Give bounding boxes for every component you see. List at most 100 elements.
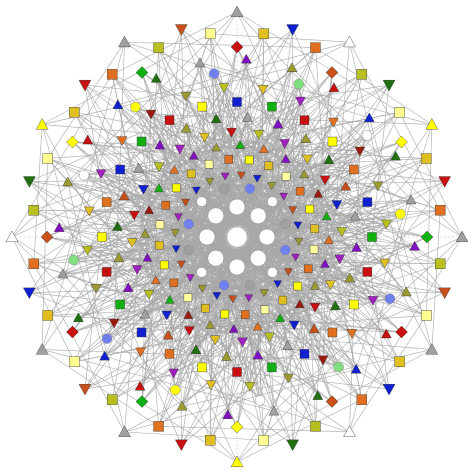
triangle-up-vertex	[150, 275, 161, 284]
edge-line	[141, 205, 167, 402]
triangle-up-vertex	[308, 323, 320, 334]
circle-vertex	[249, 207, 267, 225]
edge-line	[47, 158, 391, 300]
edge-line	[258, 134, 368, 273]
edge-line	[141, 306, 316, 333]
triangle-down-vertex	[264, 332, 275, 343]
edge-line	[106, 271, 270, 338]
triangle-up-vertex	[252, 321, 263, 331]
edge-line	[147, 47, 159, 258]
edge-line	[277, 124, 281, 319]
edge-line	[173, 282, 333, 402]
triangle-up-vertex	[57, 268, 69, 279]
triangle-down-vertex	[301, 154, 313, 165]
triangle-down-vertex	[161, 310, 173, 321]
edge-line	[399, 112, 463, 238]
triangle-down-vertex	[293, 221, 303, 230]
square-vertex	[299, 115, 310, 125]
edge-line	[292, 72, 333, 445]
triangle-up-vertex	[324, 235, 334, 245]
circle-vertex	[267, 267, 278, 278]
diamond-vertex	[135, 395, 149, 408]
edge-line	[72, 29, 293, 333]
edge-line	[106, 201, 216, 340]
triangle-up-vertex	[154, 183, 164, 193]
triangle-down-vertex	[138, 185, 149, 195]
circle-vertex	[68, 254, 79, 266]
square-vertex	[349, 164, 359, 175]
edge-line	[83, 174, 427, 316]
edge-line	[257, 263, 441, 327]
square-vertex	[42, 310, 53, 321]
edge-line	[111, 210, 150, 400]
edge-line	[223, 188, 246, 315]
triangle-down-vertex	[334, 254, 346, 265]
triangle-down-vertex	[236, 171, 246, 180]
triangle-down-vertex	[294, 237, 304, 246]
triangle-down-vertex	[220, 172, 230, 181]
edge-line	[112, 213, 401, 400]
triangle-down-vertex	[382, 79, 396, 92]
edge-line	[11, 236, 75, 362]
triangle-up-vertex	[259, 144, 269, 153]
edge-line	[210, 324, 400, 363]
triangle-down-vertex	[336, 227, 348, 237]
edge-line	[106, 158, 308, 203]
edge-line	[33, 147, 217, 211]
triangle-up-vertex	[349, 210, 361, 221]
square-vertex	[172, 183, 181, 193]
circle-vertex	[333, 361, 344, 373]
circle-vertex	[183, 244, 194, 256]
edge-line	[158, 141, 333, 168]
triangle-down-vertex	[82, 245, 93, 256]
square-vertex	[159, 260, 169, 270]
square-vertex	[201, 304, 210, 313]
edge-line	[135, 106, 441, 265]
square-vertex	[293, 281, 302, 291]
edge-line	[112, 303, 300, 400]
square-vertex	[220, 309, 229, 319]
triangle-down-vertex	[331, 200, 343, 210]
triangle-up-vertex	[73, 312, 84, 323]
edge-line	[314, 112, 400, 286]
center-vertex	[226, 226, 248, 248]
square-vertex	[394, 107, 405, 118]
triangle-up-vertex	[242, 112, 253, 122]
square-vertex	[327, 327, 338, 338]
edge-line	[101, 143, 285, 238]
edge-line	[119, 169, 190, 331]
triangle-up-vertex	[210, 113, 222, 124]
triangle-up-vertex	[169, 164, 180, 174]
square-vertex	[435, 258, 446, 269]
edge-line	[317, 193, 363, 400]
edge-line	[257, 138, 307, 327]
edge-layer	[11, 11, 463, 463]
triangle-up-vertex	[390, 150, 401, 161]
triangle-up-vertex	[144, 205, 154, 214]
triangle-up-vertex	[282, 340, 294, 350]
triangle-down-vertex	[286, 24, 299, 36]
square-vertex	[136, 136, 147, 147]
edge-line	[111, 74, 339, 368]
diamond-vertex	[230, 40, 244, 54]
triangle-up-vertex	[350, 363, 362, 374]
diamond-vertex	[40, 230, 54, 244]
triangle-down-vertex	[288, 320, 300, 331]
edge-line	[189, 236, 373, 331]
triangle-up-vertex	[133, 162, 145, 173]
triangle-up-vertex	[139, 308, 151, 319]
square-vertex	[281, 172, 291, 181]
triangle-down-vertex	[381, 219, 392, 230]
square-vertex	[107, 394, 118, 405]
triangle-down-vertex	[197, 285, 207, 293]
edge-line	[148, 210, 176, 391]
edge-line	[210, 298, 391, 326]
edge-line	[208, 164, 225, 286]
triangle-down-vertex	[438, 176, 452, 188]
edge-line	[205, 307, 402, 333]
edge-line	[144, 33, 211, 234]
diamond-vertex	[66, 325, 79, 339]
triangle-up-vertex	[154, 139, 166, 150]
edge-line	[112, 74, 286, 160]
